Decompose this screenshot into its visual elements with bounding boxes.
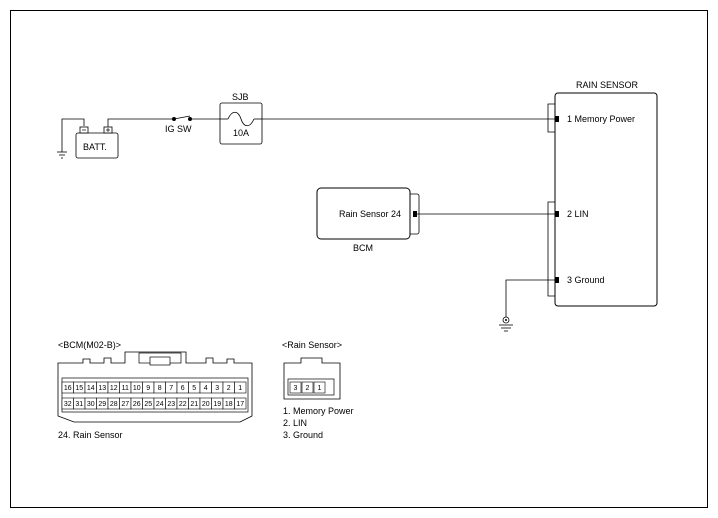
rain-sensor-pin-grid: 3 2 1 xyxy=(289,381,326,394)
connector-pin-number: 12 xyxy=(110,385,118,392)
battery-ground-wire xyxy=(61,118,85,152)
connector-pin-number: 21 xyxy=(190,401,198,408)
connector-pin-number: 19 xyxy=(213,401,221,408)
connector-pin-number: 29 xyxy=(98,401,106,408)
bcm-connector-legend-item: 24. Rain Sensor xyxy=(58,430,123,440)
sjb-body xyxy=(219,102,263,145)
connector-pin-number: 1 xyxy=(238,385,242,392)
connector-pin-number: 3 xyxy=(294,385,298,392)
battery-ground-icon xyxy=(57,151,67,159)
connector-pin-number: 17 xyxy=(236,401,244,408)
rain-sensor-pin-2-terminal xyxy=(555,211,559,217)
sjb-label: SJB xyxy=(232,92,249,102)
connector-pin-number: 32 xyxy=(64,401,72,408)
connector-pin-cell xyxy=(301,381,314,394)
connector-pin-number: 13 xyxy=(98,385,106,392)
rain-sensor-pin-2-label: 2 LIN xyxy=(567,209,589,219)
rain-sensor-connector-bracket-bottom xyxy=(547,201,555,297)
connector-pin-number: 10 xyxy=(133,385,141,392)
connector-pin-number: 5 xyxy=(192,385,196,392)
connector-pin-number: 16 xyxy=(64,385,72,392)
connector-pin-number: 9 xyxy=(146,385,150,392)
diagram-border xyxy=(10,10,708,508)
ground-wire xyxy=(505,279,555,318)
battery-power-wire xyxy=(107,118,172,127)
bcm-pin-label: Rain Sensor 24 xyxy=(339,209,401,219)
connector-pin-cell xyxy=(234,381,247,394)
connector-pin-number: 27 xyxy=(121,401,129,408)
battery-body xyxy=(75,132,119,159)
connector-pin-number: 28 xyxy=(110,401,118,408)
connector-pin-number: 6 xyxy=(181,385,185,392)
connector-pin-number: 26 xyxy=(133,401,141,408)
connector-pin-number: 2 xyxy=(306,385,310,392)
connector-pin-number: 1 xyxy=(318,385,322,392)
bcm-pin-24-terminal xyxy=(413,211,417,217)
connector-pin-cell xyxy=(289,381,302,394)
connector-pin-number: 4 xyxy=(204,385,208,392)
connector-pin-number: 8 xyxy=(158,385,162,392)
rain-sensor-title: RAIN SENSOR xyxy=(576,80,639,90)
bcm-label: BCM xyxy=(353,243,373,253)
connector-pin-cell xyxy=(313,381,326,394)
connector-pin-number: 30 xyxy=(87,401,95,408)
connector-pin-number: 15 xyxy=(75,385,83,392)
rain-sensor-pin-3-terminal xyxy=(555,277,559,283)
connector-pin-number: 18 xyxy=(225,401,233,408)
connector-pin-number: 2 xyxy=(227,385,231,392)
ig-switch-blade xyxy=(173,115,191,120)
connector-pin-number: 14 xyxy=(87,385,95,392)
rain-sensor-connector-title: <Rain Sensor> xyxy=(282,340,342,350)
connector-pin-number: 23 xyxy=(167,401,175,408)
connector-pin-number: 24 xyxy=(156,401,164,408)
connector-pin-number: 7 xyxy=(169,385,173,392)
rain-sensor-body xyxy=(554,92,658,307)
rain-sensor-legend-item: 3. Ground xyxy=(283,430,323,440)
connector-pin-number: 3 xyxy=(215,385,219,392)
connector-pin-number: 25 xyxy=(144,401,152,408)
rain-sensor-connector-bracket-top xyxy=(547,103,555,133)
connector-pin-number: 31 xyxy=(75,401,83,408)
rain-sensor-pin-1-label: 1 Memory Power xyxy=(567,114,635,124)
sjb-fuse-icon xyxy=(227,111,255,127)
ig-switch-label: IG SW xyxy=(165,124,192,134)
battery-label: BATT. xyxy=(83,142,107,152)
rain-sensor-pin-3-label: 3 Ground xyxy=(567,275,605,285)
sjb-fuse-rating: 10A xyxy=(233,128,249,138)
connector-pin-number: 11 xyxy=(122,385,129,392)
rain-sensor-legend-item: 1. Memory Power xyxy=(283,406,354,416)
rain-sensor-legend-item: 2. LIN xyxy=(283,418,307,428)
ground-icon xyxy=(499,316,513,332)
bcm-body xyxy=(316,187,411,240)
connector-pin-cell xyxy=(234,397,247,410)
connector-pin-number: 22 xyxy=(179,401,187,408)
ig-switch-contact-right xyxy=(188,117,192,121)
rain-sensor-pin-1-terminal xyxy=(555,116,559,122)
connector-pin-number: 20 xyxy=(202,401,210,408)
bcm-connector-title: <BCM(M02-B)> xyxy=(58,340,121,350)
